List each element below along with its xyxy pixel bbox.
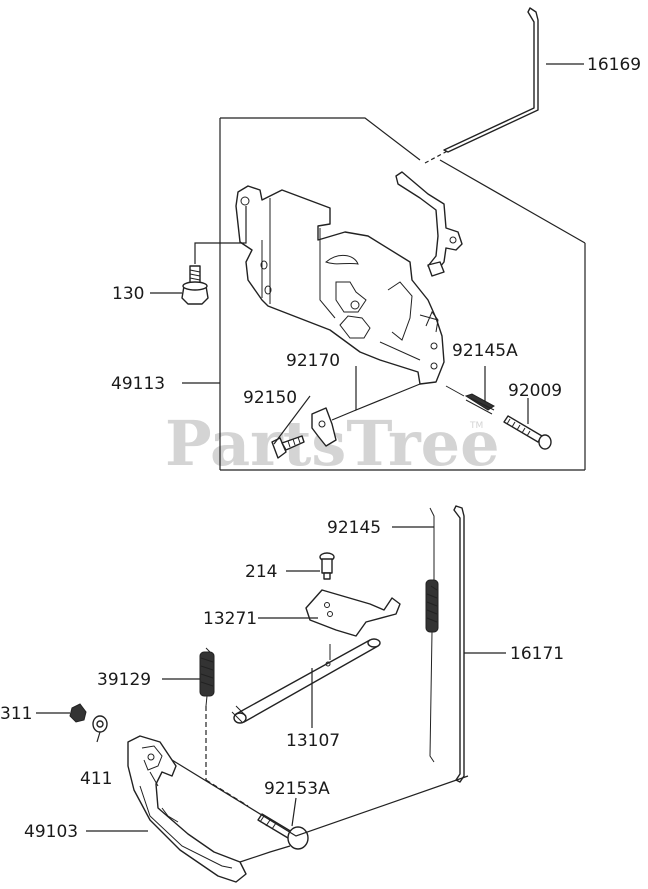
label-92150: 92150 — [243, 388, 297, 408]
label-13107: 13107 — [286, 731, 340, 751]
label-92145A: 92145A — [452, 341, 518, 361]
label-214: 214 — [245, 562, 277, 582]
label-411: 411 — [80, 769, 112, 789]
part-214-screw — [319, 552, 335, 580]
lower-assembly-outline — [171, 706, 469, 863]
part-labels: 16169 130 49113 92170 92145A 92150 92009… — [0, 55, 641, 842]
part-92009-stud — [503, 415, 552, 450]
leader-lines — [36, 63, 584, 832]
part-311-nut — [69, 703, 87, 723]
label-92153A: 92153A — [264, 779, 330, 799]
part-49113-control-plate — [235, 185, 445, 385]
label-16169: 16169 — [587, 55, 641, 75]
label-311: 311 — [0, 704, 32, 724]
watermark-trademark: TM — [469, 421, 483, 431]
label-49113: 49113 — [111, 374, 165, 394]
label-92170: 92170 — [286, 351, 340, 371]
part-411-washer — [92, 715, 108, 733]
part-92153A-bolt — [257, 813, 309, 850]
label-92009: 92009 — [508, 381, 562, 401]
part-92145A-spring — [445, 385, 495, 415]
label-92145: 92145 — [327, 518, 381, 538]
label-13271: 13271 — [203, 609, 257, 629]
part-16169-rod — [443, 7, 539, 153]
watermark-logo: PartsTree — [165, 407, 500, 480]
part-39129-spring — [199, 647, 215, 707]
label-49103: 49103 — [24, 822, 78, 842]
label-130: 130 — [112, 284, 144, 304]
part-13271-bracket — [305, 589, 401, 637]
part-92145-spring — [425, 507, 439, 763]
label-16171: 16171 — [510, 644, 564, 664]
label-39129: 39129 — [97, 670, 151, 690]
part-13107-shaft — [231, 638, 381, 724]
part-49103-lever — [127, 735, 247, 883]
part-92170-clip — [311, 366, 421, 447]
part-130-bolt — [181, 206, 247, 305]
part-16171-rod — [453, 505, 465, 783]
part-throttle-arm — [395, 171, 463, 277]
